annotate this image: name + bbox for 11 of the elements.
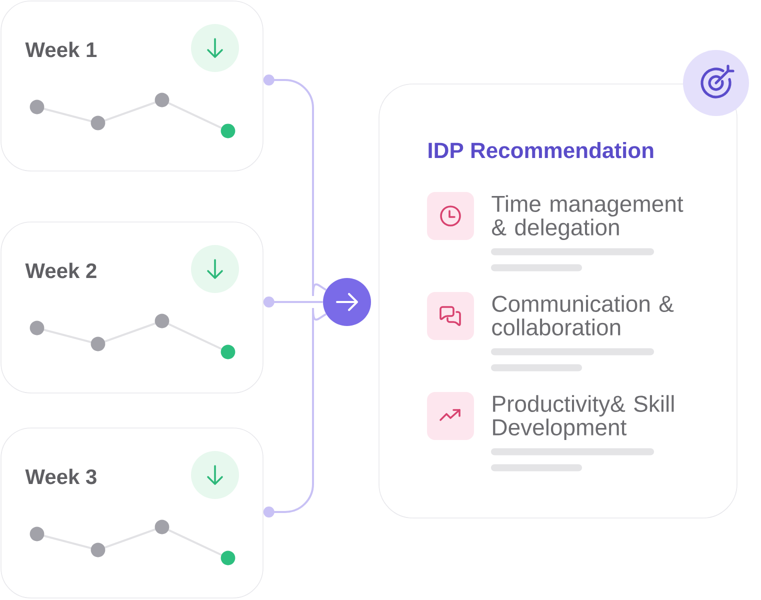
connector	[263, 74, 327, 297]
connector	[263, 296, 323, 308]
arrow-circle	[323, 278, 371, 326]
card-heading: IDP Recommendation	[428, 142, 654, 158]
item-label: Communication & collaboration	[492, 295, 674, 336]
card-title: Week 1	[25, 42, 97, 58]
connector	[263, 307, 327, 518]
card-title: Week 3	[25, 468, 96, 484]
card-title: Week 2	[25, 262, 96, 278]
item-label: Time management & delegation	[492, 195, 684, 240]
item-label: Productivity& Skill Development	[493, 395, 674, 440]
